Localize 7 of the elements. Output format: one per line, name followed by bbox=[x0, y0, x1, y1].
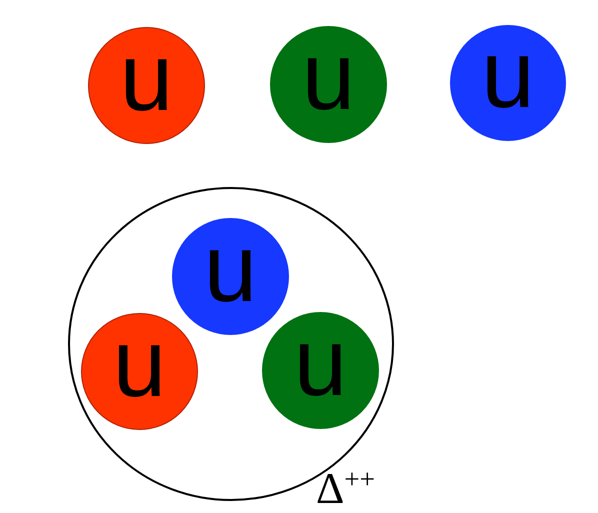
quark-letter: u bbox=[120, 30, 174, 126]
quark-letter: u bbox=[302, 28, 356, 124]
particle-symbol: Δ$^{++}$ bbox=[316, 467, 376, 511]
quark-letter: u bbox=[294, 314, 348, 410]
quark-letter: u bbox=[481, 27, 535, 123]
quark-letter: u bbox=[112, 316, 166, 412]
quark-letter: u bbox=[204, 220, 258, 316]
